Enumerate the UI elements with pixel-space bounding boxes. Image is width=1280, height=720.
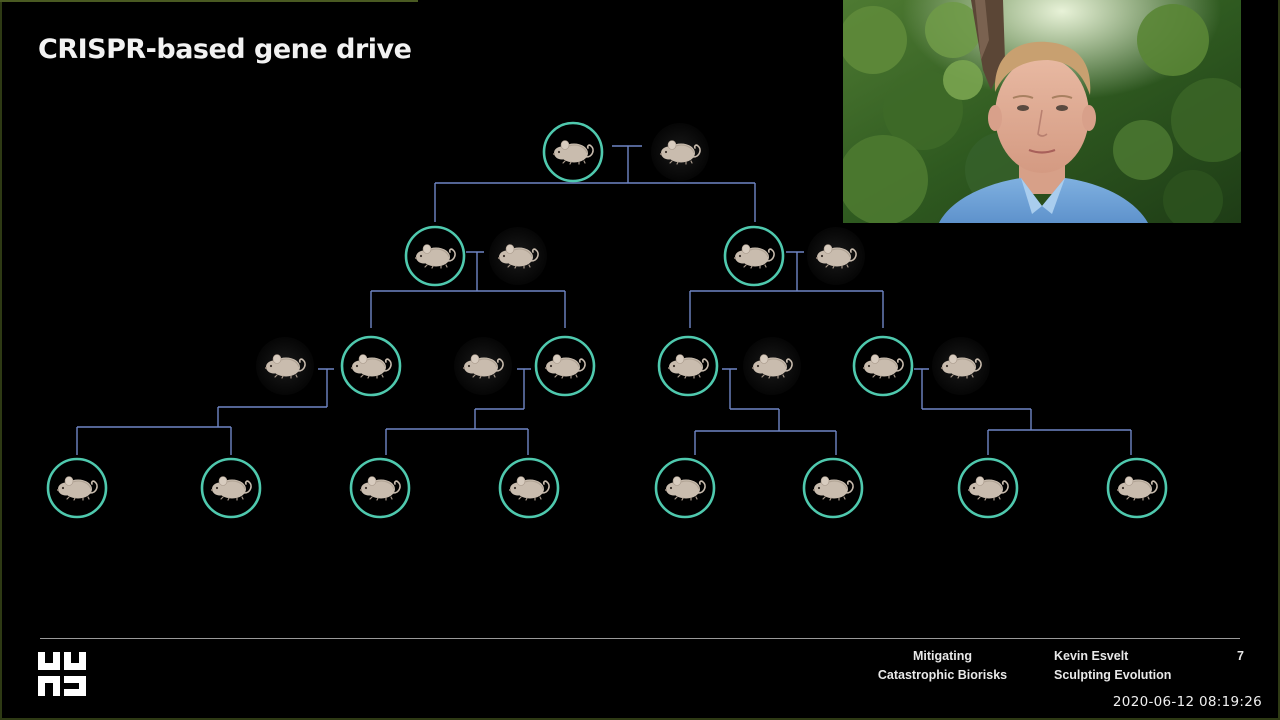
generation-4 [46,457,1168,519]
carrier-mouse-icon [534,335,596,397]
carrier-mouse-icon [542,121,604,183]
carrier-mouse-icon [200,457,262,519]
carrier-mouse-icon [957,457,1019,519]
wild-type-mouse-icon [651,123,709,181]
wild-type-mouse-icon [256,337,314,395]
video-progress-edge [0,0,418,2]
carrier-mouse-icon [498,457,560,519]
course-line-1: Mitigating [912,649,972,663]
wild-type-mouse-icon [489,227,547,285]
pedigree-connectors [76,145,1132,455]
generation-1 [542,121,709,183]
carrier-mouse-icon [340,335,402,397]
presenter-video-icon [843,0,1241,223]
carrier-mouse-icon [46,457,108,519]
carrier-mouse-icon [1106,457,1168,519]
slide-title: CRISPR-based gene drive [38,34,412,65]
footer-divider [40,638,1240,639]
generation-3 [256,335,990,397]
carrier-mouse-icon [723,225,785,287]
carrier-mouse-icon [654,457,716,519]
wild-type-mouse-icon [743,337,801,395]
author-info: Kevin Esvelt Sculpting Evolution [1054,647,1171,685]
course-line-2: Catastrophic Biorisks [877,668,1008,682]
institute-logo-icon [38,652,86,696]
carrier-mouse-icon [852,335,914,397]
wild-type-mouse-icon [807,227,865,285]
carrier-mouse-icon [802,457,864,519]
generation-2 [404,225,865,287]
wild-type-mouse-icon [932,337,990,395]
carrier-mouse-icon [404,225,466,287]
video-timestamp: 2020-06-12 08:19:26 [1112,694,1262,710]
slide-number: 7 [1237,649,1244,663]
course-title: Mitigating Catastrophic Biorisks [870,647,1015,685]
presenter-webcam [843,0,1241,223]
author-name: Kevin Esvelt [1054,649,1129,663]
carrier-mouse-icon [349,457,411,519]
wild-type-mouse-icon [454,337,512,395]
author-group: Sculpting Evolution [1054,668,1172,682]
carrier-mouse-icon [657,335,719,397]
